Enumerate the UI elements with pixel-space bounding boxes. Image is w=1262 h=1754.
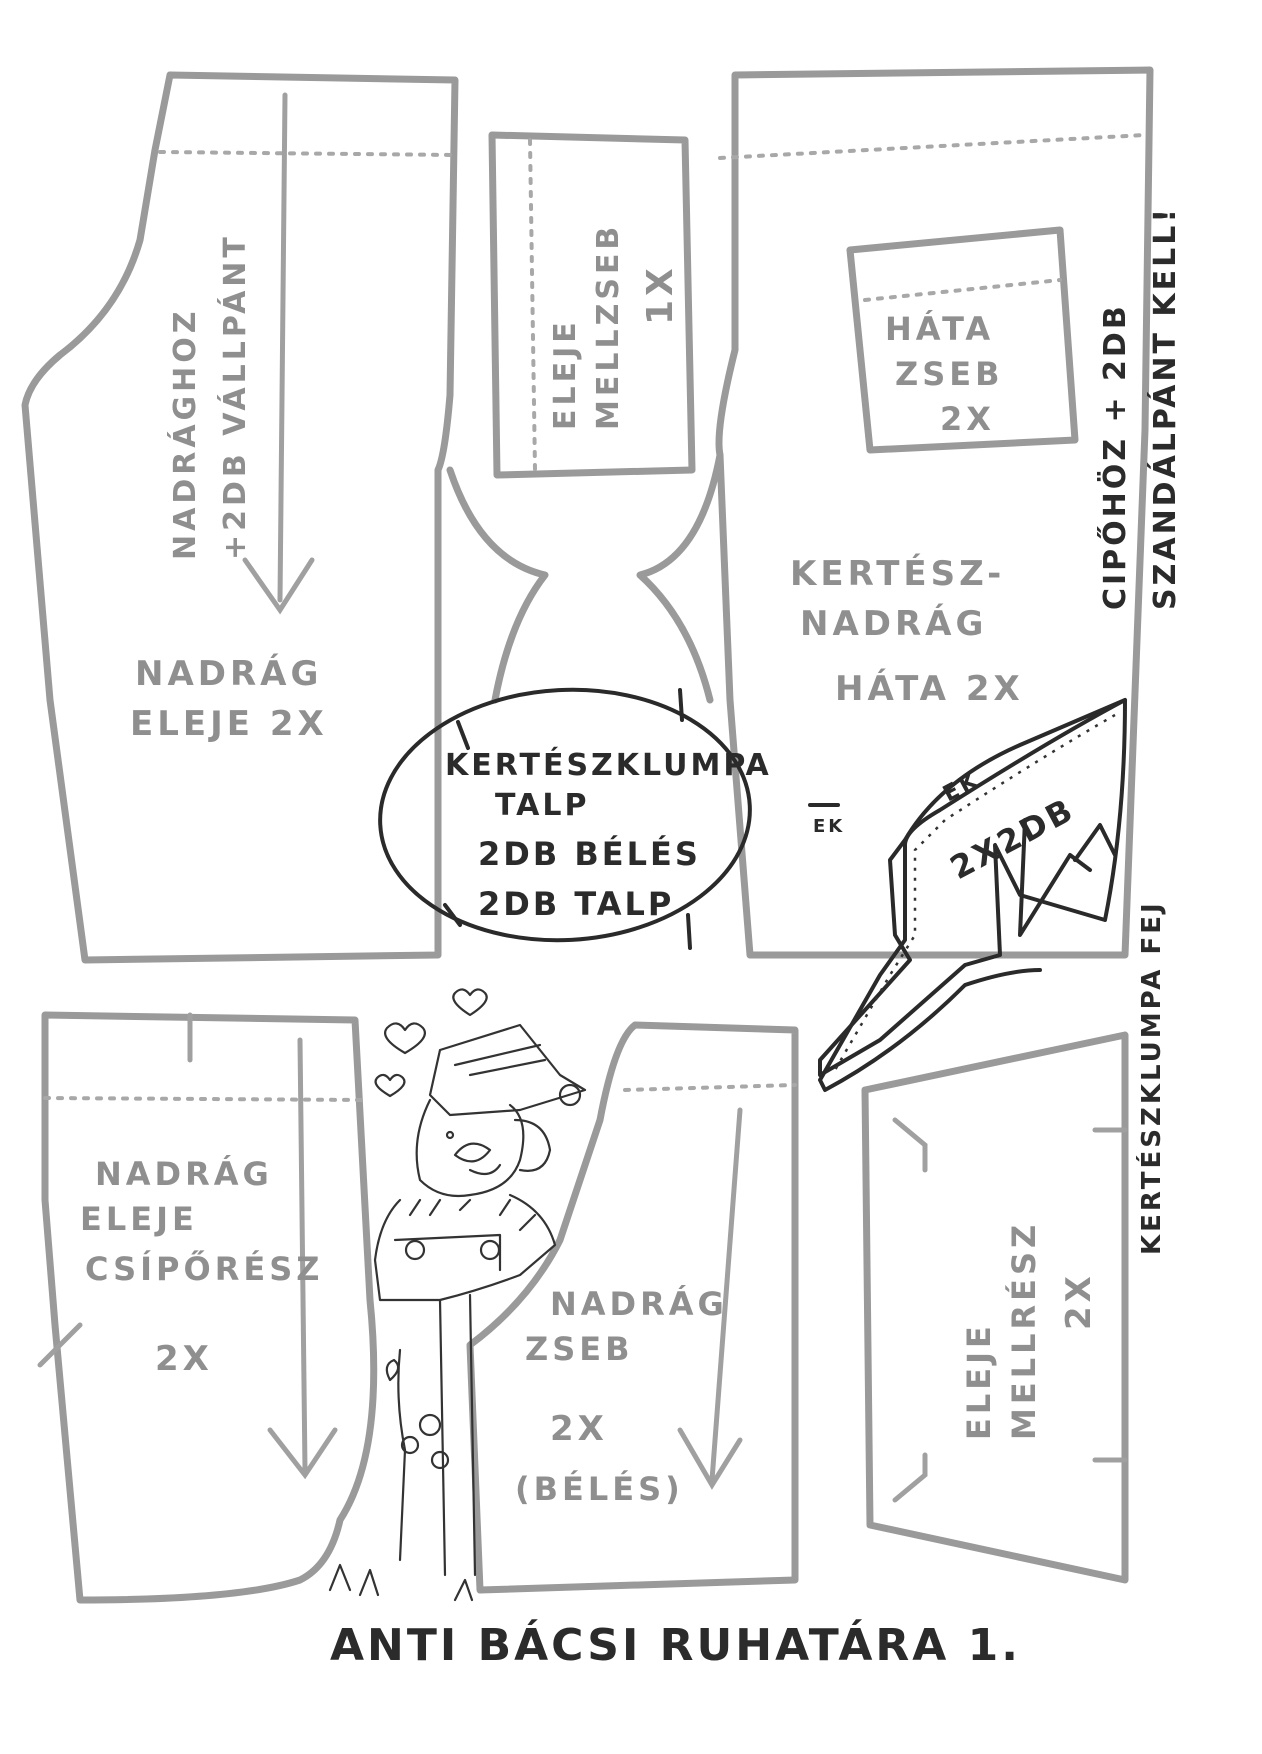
bib-piece-name-line1: ELEJE xyxy=(960,1322,998,1440)
back-pocket-count: 2X xyxy=(940,400,995,438)
side-note-line2-text: SZANDÁLPÁNT KELL! xyxy=(1147,206,1183,610)
pants-pocket-name-line1: NADRÁG xyxy=(550,1285,728,1323)
heart-icon xyxy=(374,1073,406,1098)
back-pants-name-line2: NADRÁG xyxy=(800,603,987,644)
pants-pocket-piece: NADRÁG ZSEB 2X (BÉLÉS) xyxy=(466,1021,799,1594)
heart-icon xyxy=(384,1022,426,1055)
chest-pocket-name-line2: MELLZSEB xyxy=(591,223,626,430)
clog-head-piece: EK 2X2DB KERTÉSZKLUMPA FEJ xyxy=(818,698,1167,1255)
front-pants-note-line1: NADRÁGHOZ xyxy=(167,307,203,560)
bib-piece-name-line2: MELLRÉSZ xyxy=(1005,1221,1043,1440)
chest-pocket-count: 1X xyxy=(640,264,681,325)
sole-line4: 2DB TALP xyxy=(478,885,674,923)
back-pocket-name-line1: HÁTA xyxy=(885,310,994,348)
sole-line1: KERTÉSZKLUMPA xyxy=(445,747,772,783)
gardener-illustration xyxy=(328,988,587,1602)
chest-pocket-name-line1: ELEJE xyxy=(548,318,583,430)
front-pants-piece: NADRÁGHOZ +2DB VÁLLPÁNT NADRÁG ELEJE 2X xyxy=(21,71,459,964)
hip-piece-count: 2X xyxy=(155,1339,213,1379)
back-pocket-name-line2: ZSEB xyxy=(895,355,1004,393)
back-pants-name-line1: KERTÉSZ- xyxy=(790,553,1005,594)
front-pants-name-line2: ELEJE 2X xyxy=(130,704,328,744)
front-pants-name-line1: NADRÁG xyxy=(135,653,322,694)
sole-line2: TALP xyxy=(495,788,589,823)
shoe-strap-note: CIPŐHÖZ + 2DB SZANDÁLPÁNT KELL! xyxy=(1096,206,1183,610)
front-pants-note-line2: +2DB VÁLLPÁNT xyxy=(217,233,253,560)
pants-pocket-name-line2: ZSEB xyxy=(525,1330,634,1368)
hip-piece: NADRÁG ELEJE CSÍPŐRÉSZ 2X xyxy=(37,1011,378,1604)
back-pants-piece: KERTÉSZ- NADRÁG HÁTA 2X xyxy=(446,66,1154,959)
hip-piece-name-line1: NADRÁG xyxy=(95,1155,273,1193)
pants-pocket-count: 2X xyxy=(550,1409,608,1449)
bib-piece: ELEJE MELLRÉSZ 2X xyxy=(861,1031,1129,1584)
heart-icon xyxy=(452,988,488,1017)
pants-pocket-note: (BÉLÉS) xyxy=(515,1470,684,1508)
back-pocket-piece: HÁTA ZSEB 2X xyxy=(846,226,1079,454)
sole-line3: 2DB BÉLÉS xyxy=(478,835,701,873)
clog-head-ek-mark: EK xyxy=(939,767,984,807)
bib-piece-count: 2X xyxy=(1059,1272,1099,1330)
hip-piece-name-line3: CSÍPŐRÉSZ xyxy=(85,1249,323,1288)
chest-pocket-piece: ELEJE MELLZSEB 1X xyxy=(488,131,696,479)
sole-ek-mark: EK xyxy=(813,816,845,837)
clog-head-label: KERTÉSZKLUMPA FEJ xyxy=(1135,900,1167,1255)
back-pants-name-line3: HÁTA 2X xyxy=(835,668,1024,709)
hip-piece-name-line2: ELEJE xyxy=(80,1200,198,1238)
clog-sole-piece: KERTÉSZKLUMPA TALP 2DB BÉLÉS 2DB TALP EK xyxy=(378,687,845,950)
sheet-title: ANTI BÁCSI RUHATÁRA 1. xyxy=(330,1618,1021,1671)
side-note-line1-text: CIPŐHÖZ + 2DB xyxy=(1096,303,1133,610)
